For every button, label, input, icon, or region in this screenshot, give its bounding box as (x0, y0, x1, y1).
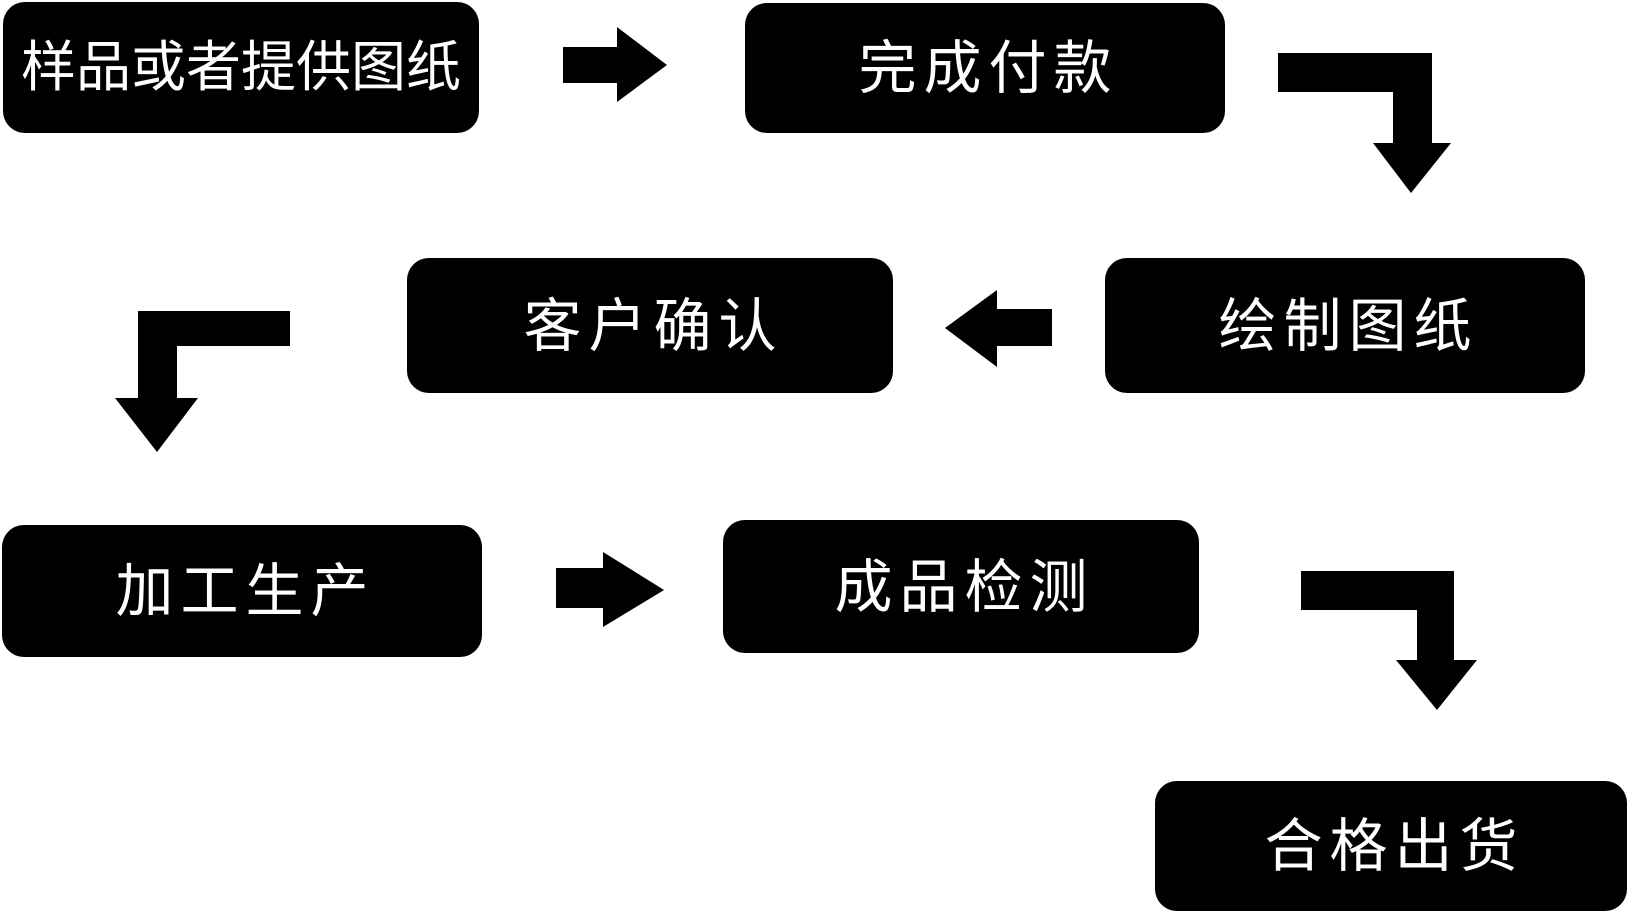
flow-node-sample-label: 样品或者提供图纸 (20, 35, 461, 99)
flow-node-confirm-label: 客户确认 (523, 291, 784, 360)
flow-node-inspection-label: 成品检测 (834, 552, 1095, 621)
flow-node-payment-label: 完成付款 (858, 34, 1119, 102)
flow-node-inspection: 成品检测 (723, 520, 1199, 653)
flow-node-confirm: 客户确认 (407, 258, 893, 393)
flow-node-production-label: 加工生产 (115, 557, 376, 625)
arrow-elbow-confirm-to-production-icon (115, 311, 290, 452)
flow-node-production: 加工生产 (2, 525, 482, 657)
flow-node-drawing: 绘制图纸 (1105, 258, 1585, 393)
flow-node-sample: 样品或者提供图纸 (3, 2, 479, 133)
flow-node-payment: 完成付款 (745, 3, 1225, 133)
arrow-right-sample-to-payment-icon (563, 27, 667, 102)
flow-node-shipment-label: 合格出货 (1264, 812, 1525, 880)
arrow-elbow-payment-to-drawing-icon (1278, 53, 1451, 193)
flow-node-shipment: 合格出货 (1155, 781, 1627, 911)
flow-node-drawing-label: 绘制图纸 (1218, 291, 1479, 360)
arrow-elbow-inspection-to-shipment-icon (1301, 571, 1477, 710)
arrow-right-production-to-inspection-icon (556, 552, 664, 627)
arrow-left-drawing-to-confirm-icon (945, 290, 1052, 367)
